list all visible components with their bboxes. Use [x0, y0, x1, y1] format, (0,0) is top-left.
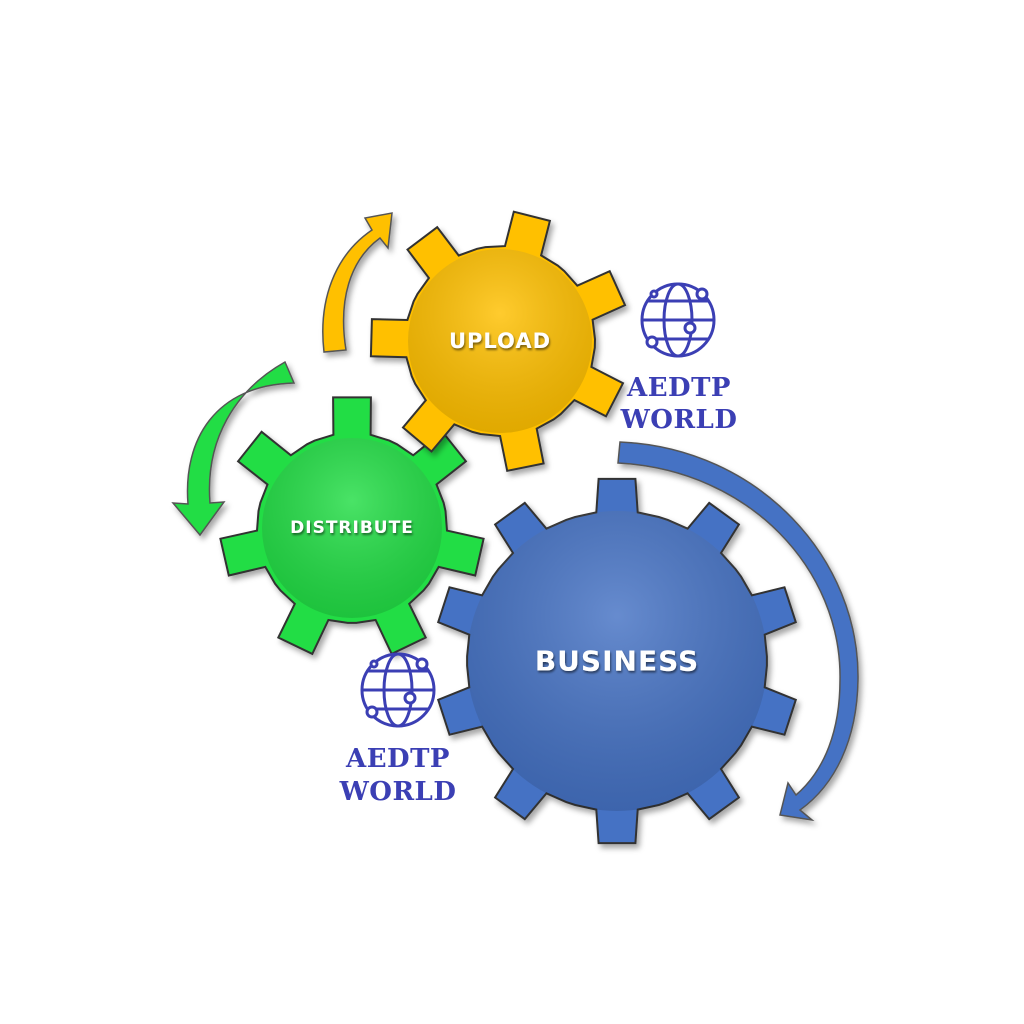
cycle-arrow-blue: [617, 441, 859, 822]
brand-text-line2: WORLD: [339, 777, 457, 807]
gear-distribute: DISTRIBUTE: [219, 396, 485, 656]
brand-text-line2: WORLD: [620, 405, 738, 435]
gear-upload: UPLOAD: [369, 210, 627, 472]
gear-upload-label: UPLOAD: [449, 329, 551, 353]
cycle-arrow-yellow: [322, 212, 393, 353]
brand-text-line1: AEDTP: [345, 744, 450, 774]
globe-network-icon: [640, 282, 716, 358]
globe-network-icon: [360, 652, 436, 728]
gear-business: BUSINESS: [436, 477, 798, 845]
gear-business-label: BUSINESS: [535, 645, 699, 678]
cycle-arrow-green: [171, 360, 296, 537]
brand-text-line1: AEDTP: [626, 373, 731, 403]
brand-mark-bottom: AEDTP WORLD: [339, 652, 457, 807]
gear-distribute-label: DISTRIBUTE: [290, 518, 414, 538]
brand-mark-top: AEDTP WORLD: [620, 282, 738, 435]
